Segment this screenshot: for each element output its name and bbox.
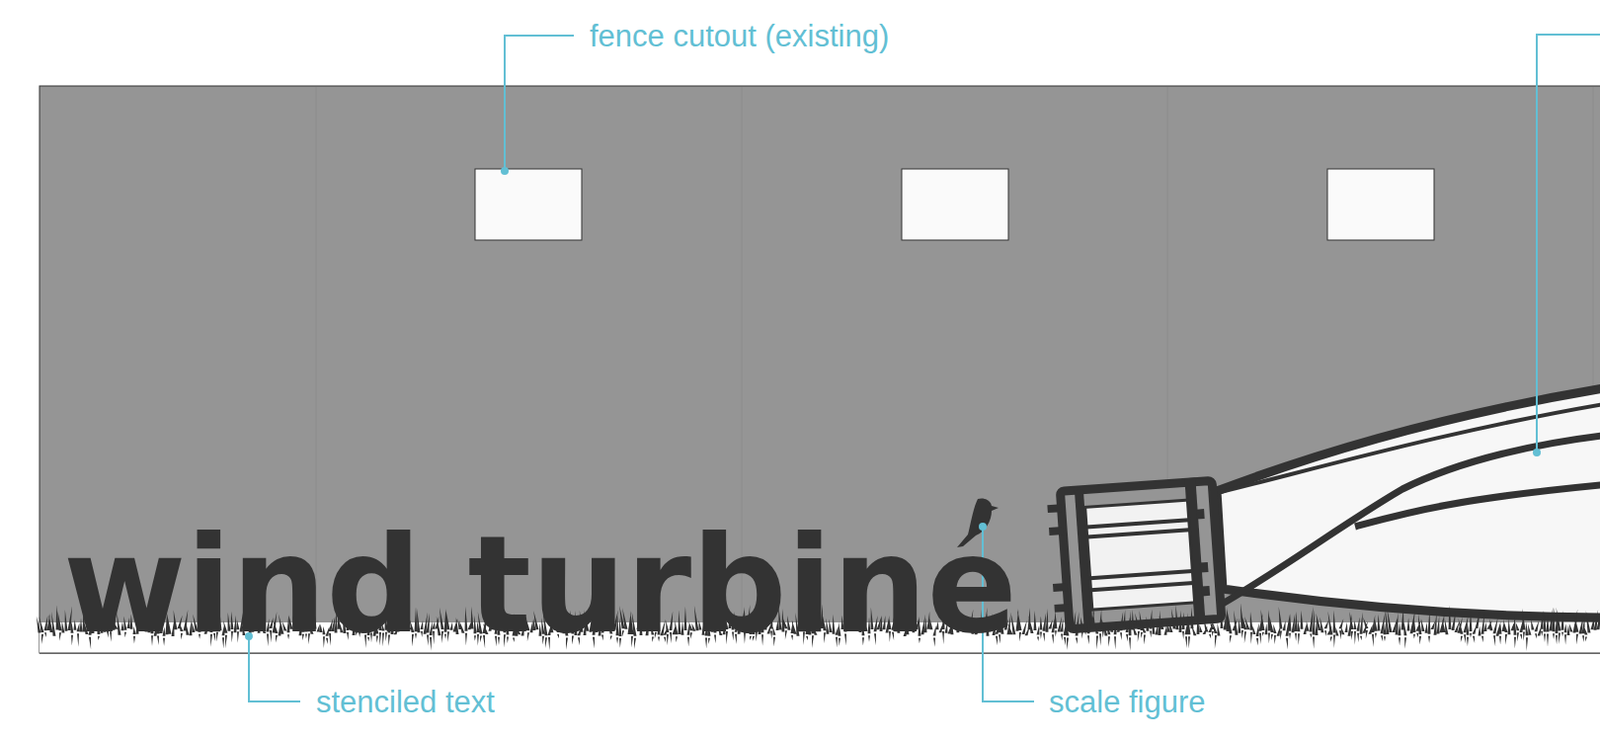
- stenciled-text: wind turbine: [63, 519, 1018, 653]
- fence-cutout: [475, 168, 1435, 240]
- callout-label: fence cutout (existing): [589, 20, 889, 52]
- turbine-blade: [1216, 387, 1600, 618]
- turbine-hub: [1045, 476, 1222, 634]
- callout-label: stenciled text: [316, 686, 495, 718]
- fence-panel: [39, 85, 1600, 653]
- callout-label: scale figure: [1048, 686, 1206, 718]
